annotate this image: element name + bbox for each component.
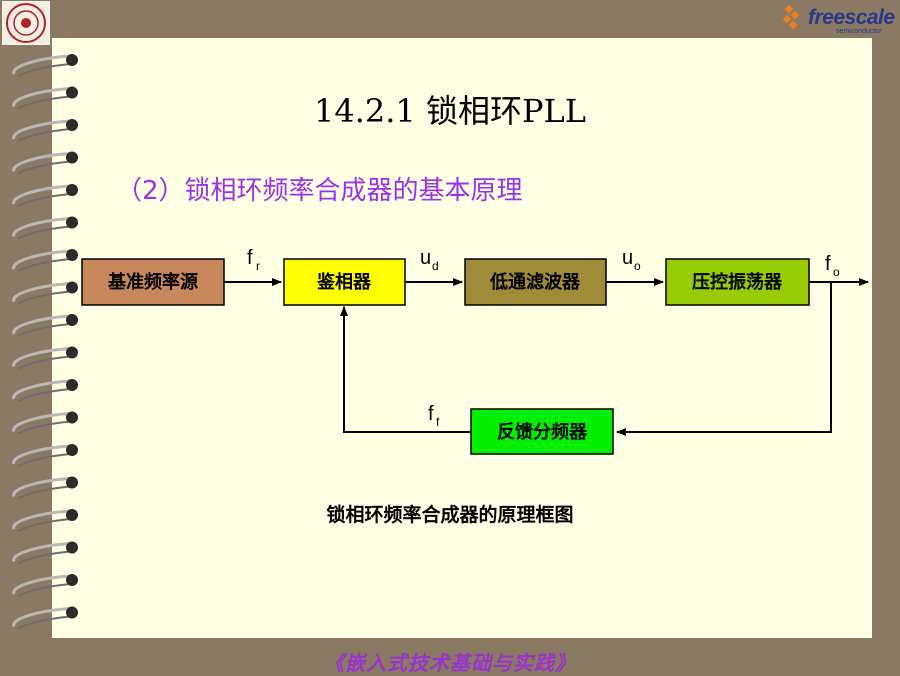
svg-text:f: f bbox=[247, 247, 253, 269]
svg-text:f: f bbox=[825, 253, 831, 275]
feedback-line-to-divider bbox=[616, 282, 832, 436]
section-subtitle: （2）锁相环频率合成器的基本原理 bbox=[116, 176, 523, 206]
block-low-pass-filter: 低通滤波器 bbox=[464, 258, 607, 306]
binding-ring bbox=[12, 249, 78, 272]
signal-label-fo: f o bbox=[825, 253, 840, 279]
block-label: 低通滤波器 bbox=[489, 271, 581, 293]
binding-ring bbox=[12, 574, 78, 597]
svg-text:f: f bbox=[428, 403, 434, 425]
feedback-line-to-phase-detector bbox=[340, 306, 471, 433]
block-label: 反馈分频器 bbox=[497, 421, 588, 443]
svg-text:o: o bbox=[833, 265, 840, 279]
svg-text:u: u bbox=[420, 247, 431, 269]
block-label: 鉴相器 bbox=[316, 271, 372, 293]
binding-ring bbox=[12, 119, 78, 142]
block-label: 压控振荡器 bbox=[692, 271, 783, 293]
binding-ring bbox=[12, 86, 78, 110]
svg-text:o: o bbox=[634, 259, 641, 273]
block-vco: 压控振荡器 bbox=[665, 258, 810, 306]
binding-ring bbox=[12, 54, 78, 77]
binding-ring bbox=[12, 509, 78, 532]
freescale-tagline: semiconductor bbox=[836, 28, 882, 35]
page-title: 14.2.1 锁相环PLL bbox=[314, 92, 586, 130]
university-logo bbox=[2, 1, 50, 45]
block-feedback-divider: 反馈分频器 bbox=[470, 408, 614, 455]
binding-ring bbox=[12, 184, 78, 207]
signal-label-ud: u d bbox=[420, 247, 439, 273]
svg-text:u: u bbox=[622, 247, 633, 269]
binding-ring bbox=[12, 216, 78, 240]
binding-ring bbox=[12, 151, 78, 175]
signal-label-fr: f r bbox=[247, 247, 260, 273]
binding-ring bbox=[12, 606, 78, 630]
slide-page bbox=[52, 38, 872, 638]
freescale-mark-icon bbox=[782, 4, 800, 30]
signal-label-uo: u o bbox=[622, 247, 641, 273]
binding-ring bbox=[12, 411, 78, 435]
freescale-logo: freescale semiconductor bbox=[778, 0, 896, 38]
book-title-footer: 《嵌入式技术基础与实践》 bbox=[324, 651, 576, 675]
block-phase-detector: 鉴相器 bbox=[283, 258, 406, 306]
binding-ring bbox=[12, 444, 78, 467]
svg-text:f: f bbox=[436, 415, 440, 429]
binding-ring bbox=[12, 346, 78, 370]
binding-ring bbox=[12, 541, 78, 565]
block-reference-source: 基准频率源 bbox=[81, 258, 225, 306]
svg-text:d: d bbox=[432, 259, 439, 273]
diagram-caption: 锁相环频率合成器的原理框图 bbox=[326, 504, 574, 526]
block-label: 基准频率源 bbox=[107, 271, 198, 293]
binding-ring bbox=[12, 281, 78, 305]
svg-text:r: r bbox=[256, 259, 260, 273]
binding-ring bbox=[12, 314, 78, 337]
signal-label-ff: f f bbox=[428, 403, 440, 429]
binding-ring bbox=[12, 379, 78, 402]
freescale-wordmark: freescale bbox=[808, 6, 895, 29]
binding-ring bbox=[12, 476, 78, 500]
spiral-binding bbox=[12, 54, 78, 630]
